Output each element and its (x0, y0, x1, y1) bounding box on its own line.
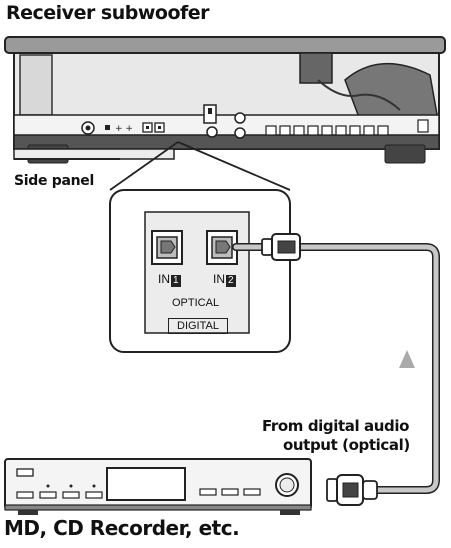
device-label: MD, CD Recorder, etc. (4, 516, 240, 540)
optical-cable (232, 233, 440, 506)
receiver-title: Receiver subwoofer (6, 2, 210, 24)
signal-direction-arrow (399, 350, 415, 368)
optical-label: OPTICAL (172, 297, 220, 309)
optical-port-in1 (151, 230, 183, 265)
source-label-line1: From digital audio (262, 417, 410, 435)
in1-number: 1 (171, 275, 181, 287)
source-device (4, 458, 312, 515)
in2-number: 2 (226, 275, 236, 287)
digital-label: DIGITAL (168, 318, 228, 334)
svg-text:+ +: + + (115, 124, 133, 134)
side-panel-label: Side panel (14, 173, 95, 189)
optical-port-in2 (206, 230, 238, 265)
receiver-subwoofer-unit: + + (4, 36, 446, 164)
source-label-line2: output (optical) (283, 436, 410, 454)
